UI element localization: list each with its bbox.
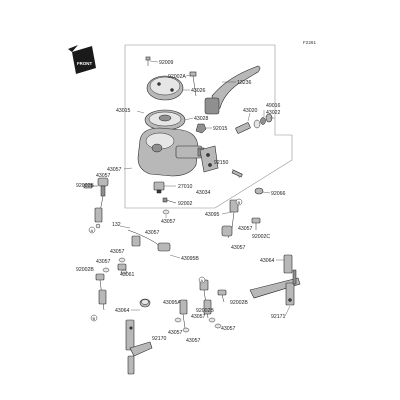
bolt-92009: [145, 56, 151, 66]
master-cylinder-body: [137, 127, 205, 177]
bracket-92171: [249, 254, 301, 306]
label-43064-right: 43064: [260, 258, 275, 264]
label-92170: 92170: [152, 336, 167, 342]
label-49016: 49016: [266, 103, 281, 109]
svg-text:A: A: [201, 278, 204, 283]
washer-43057-center: [162, 209, 170, 215]
label-43057-d: 43057: [110, 249, 125, 255]
label-43034: 43034: [196, 190, 211, 196]
clamp-bracket: [199, 145, 219, 173]
banjo-bolt-92002B-1: [83, 183, 98, 189]
label-43015: 43015: [116, 108, 131, 114]
front-arrow-icon: FRONT: [68, 45, 96, 74]
connector-circle-b-2: B: [90, 314, 98, 322]
label-92002B-1: 92002B: [76, 183, 94, 189]
svg-text:A: A: [91, 228, 94, 233]
label-43064-left: 43064: [115, 308, 130, 314]
label-43057-a: 43057: [238, 226, 253, 232]
reservoir-cap-43026: [146, 75, 184, 101]
label-92171: 92171: [271, 314, 286, 320]
nut-92015: [195, 123, 207, 134]
label-92002C: 92002C: [252, 234, 270, 240]
label-92015: 92015: [213, 126, 228, 132]
switch-27010: [153, 181, 165, 194]
diaphragm-43028: [144, 109, 186, 131]
label-43057-g: 43057: [221, 326, 236, 332]
label-43057-e: 43057: [96, 259, 111, 265]
bolt-92150: [231, 169, 243, 178]
label-43057-i: 43057: [186, 338, 201, 344]
svg-text:B: B: [93, 316, 96, 321]
label-43022: 43022: [266, 110, 281, 116]
banjo-bolt-92002C: [251, 217, 261, 230]
label-43020: 43020: [243, 108, 258, 114]
screw-92002: [162, 197, 177, 204]
label-43095A: 43095A: [163, 300, 181, 306]
front-icon-label: FRONT: [77, 61, 92, 66]
hose-43095A: [179, 279, 212, 329]
hose-upper-left: [94, 177, 109, 229]
label-43026-cap: 43026: [191, 88, 206, 94]
label-43095B: 43095B: [181, 256, 199, 262]
connector-circle-a-1: A: [88, 226, 96, 234]
banjo-bolt-92002B-4: [217, 289, 227, 303]
label-43061: 43061: [120, 272, 135, 278]
label-27010: 27010: [178, 184, 193, 190]
label-92009: 92009: [159, 60, 174, 66]
hose-lower-left: [95, 267, 110, 311]
label-43057-left1: 43057: [107, 167, 122, 173]
bolt-92002A: [189, 71, 197, 97]
label-92066: 92066: [271, 191, 286, 197]
label-43057-c: 43057: [145, 230, 160, 236]
label-92002A-top: 92002A: [168, 74, 186, 80]
washers-lower-center: [174, 317, 222, 333]
hose-43095: [221, 199, 239, 239]
connector-circle-b-1: B: [235, 198, 243, 206]
label-132: 132: [112, 222, 121, 228]
assembly-frame: [124, 44, 293, 209]
bracket-92170: [125, 319, 153, 375]
spring-43064: [139, 298, 151, 308]
brake-lever-13236: [204, 65, 261, 115]
label-92002-switch: 92002: [178, 201, 193, 207]
washer-stack-left: [117, 257, 128, 275]
label-43095: 43095: [205, 212, 220, 218]
diagram-id: F2261: [303, 40, 316, 45]
label-13236: 13236: [237, 80, 252, 86]
piston-set-43020: [235, 113, 273, 134]
connector-circle-a-2: A: [198, 276, 206, 284]
svg-text:B: B: [238, 200, 241, 205]
hose-43095B: [127, 229, 171, 252]
label-43057-h: 43057: [168, 330, 183, 336]
label-92002B-4: 92002B: [230, 300, 248, 306]
label-43057-b: 43057: [231, 245, 246, 251]
label-43057-f: 43057: [191, 314, 206, 320]
cap-92066: [254, 187, 264, 195]
label-92002B-3: 92002B: [196, 308, 214, 314]
label-92150: 92150: [214, 160, 229, 166]
label-43057-left2: 43057: [96, 173, 111, 179]
label-43028: 43028: [194, 116, 209, 122]
label-92002B-2: 92002B: [76, 267, 94, 273]
label-43057-center: 43057: [161, 219, 176, 225]
